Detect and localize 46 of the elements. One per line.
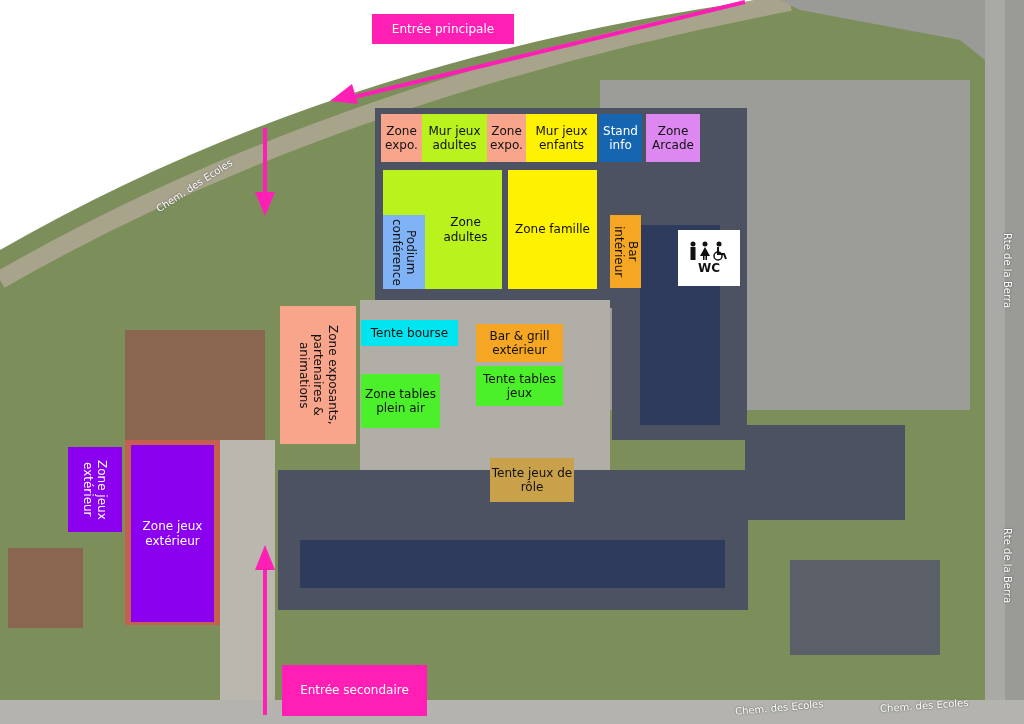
zone-label: Bar intérieur	[611, 224, 640, 280]
zone-label: Zone exposants, partenaires & animations	[296, 324, 340, 427]
zone-label: Entrée secondaire	[300, 683, 409, 698]
zone-label: Stand info	[602, 123, 639, 153]
street-name: Rte de la Berra	[1002, 527, 1014, 604]
zone-label: Zone famille	[515, 222, 590, 237]
zone-box	[68, 447, 122, 532]
zone-box	[381, 114, 422, 162]
zone-box	[476, 324, 563, 362]
zone-box	[508, 170, 597, 289]
zone-box	[646, 114, 700, 162]
zone-label: Tente jeux de rôle	[490, 465, 574, 495]
zone-box	[526, 114, 597, 162]
zone-box	[599, 114, 642, 162]
zone-box	[383, 215, 425, 289]
street-name: Rte de la Berra	[1002, 232, 1014, 309]
zone-label: Zone Arcade	[651, 123, 695, 153]
zone-label: Zone tables plein air	[364, 386, 437, 416]
street-name: Chem. des Ecoles	[734, 698, 824, 717]
zone-label: Zone jeux extérieur	[141, 519, 204, 548]
restroom-box	[678, 230, 740, 286]
zone-box	[610, 215, 641, 288]
zone-label: Mur jeux enfants	[534, 123, 589, 153]
zone-label: Zone expo.	[489, 123, 524, 153]
zone-box	[487, 114, 526, 162]
zone-label: Zone expo.	[384, 123, 419, 153]
zone-label: Entrée principale	[391, 21, 495, 37]
zone-box	[361, 320, 458, 346]
zone-label: Mur jeux adultes	[427, 123, 482, 153]
zone-label: Zone jeux extérieur	[80, 458, 110, 522]
zone-label: Zone adultes	[442, 215, 489, 244]
zone-box	[131, 445, 214, 622]
zone-box	[422, 114, 487, 162]
street-name: Chem. des Ecoles	[879, 696, 969, 715]
zone-label: Podium conférence	[389, 217, 419, 288]
entrance-sign	[282, 665, 427, 716]
zone-box	[490, 458, 574, 502]
zone-label: Bar & grill extérieur	[488, 328, 551, 358]
zone-box	[361, 374, 440, 428]
zone-box	[476, 366, 563, 406]
zone-label: Tente tables jeux	[482, 371, 557, 401]
zone-label: Tente bourse	[370, 325, 449, 341]
entrance-sign	[372, 14, 514, 44]
zone-box	[383, 170, 502, 289]
zone-box	[280, 306, 356, 444]
zone-label: WC	[697, 260, 720, 276]
